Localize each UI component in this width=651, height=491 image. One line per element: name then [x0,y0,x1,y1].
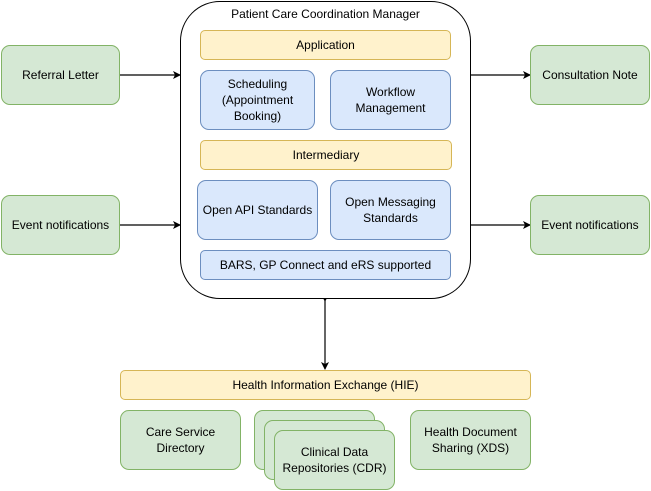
input-event-notifications[interactable]: Event notifications [1,195,120,255]
application-layer[interactable]: Application [200,30,451,60]
care-service-directory-box[interactable]: Care Service Directory [120,410,241,470]
care-service-directory-label: Care Service Directory [145,425,216,455]
input-referral-letter-label: Referral Letter [22,68,99,82]
workflow-management-box[interactable]: Workflow Management [330,70,451,130]
output-event-notifications[interactable]: Event notifications [530,195,650,255]
input-event-notifications-label: Event notifications [11,218,110,232]
scheduling-label: Scheduling (Appointment Booking) [221,77,294,123]
supported-standards-box[interactable]: BARS, GP Connect and eRS supported [200,250,451,280]
health-document-sharing-box[interactable]: Health Document Sharing (XDS) [410,410,531,470]
clinical-data-repositories-box[interactable]: Clinical Data Repositories (CDR) [274,430,395,490]
health-document-sharing-label: Health Document Sharing (XDS) [424,425,517,455]
workflow-management-label: Workflow Management [355,85,426,115]
output-consultation-note-label: Consultation Note [542,68,638,82]
supported-standards-label: BARS, GP Connect and eRS supported [219,258,432,272]
container-title: Patient Care Coordination Manager [231,7,420,21]
scheduling-box[interactable]: Scheduling (Appointment Booking) [200,70,315,130]
input-referral-letter[interactable]: Referral Letter [1,45,120,105]
clinical-data-repositories-label: Clinical Data Repositories (CDR) [282,445,387,475]
open-api-standards-box[interactable]: Open API Standards [197,180,318,240]
intermediary-label: Intermediary [292,148,360,162]
open-messaging-standards-box[interactable]: Open Messaging Standards [330,180,451,240]
open-messaging-standards-label: Open Messaging Standards [345,195,436,225]
hie-layer[interactable]: Health Information Exchange (HIE) [120,370,531,400]
open-api-standards-label: Open API Standards [202,203,313,217]
hie-label: Health Information Exchange (HIE) [232,378,419,392]
output-consultation-note[interactable]: Consultation Note [530,45,650,105]
application-label: Application [296,38,355,52]
intermediary-layer[interactable]: Intermediary [200,140,452,170]
output-event-notifications-label: Event notifications [541,218,639,232]
